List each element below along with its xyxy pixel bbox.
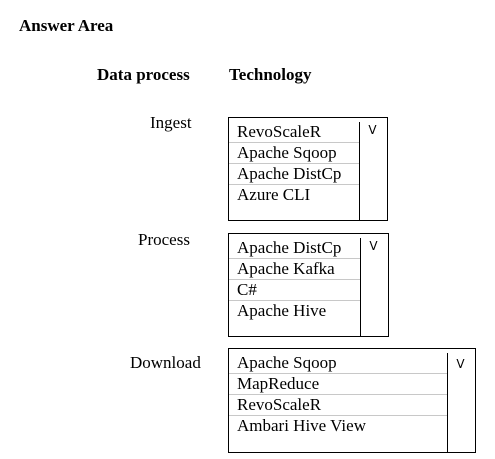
download-option[interactable]: RevoScaleR [229,395,447,416]
row-label-process: Process [138,230,190,249]
chevron-down-icon[interactable]: V [456,357,465,371]
download-option[interactable]: Apache Sqoop [229,353,447,374]
ingest-option[interactable]: Apache Sqoop [229,143,359,164]
answer-area-title: Answer Area [19,16,114,35]
chevron-down-icon[interactable]: V [369,239,378,253]
ingest-dropdown[interactable]: RevoScaleR Apache Sqoop Apache DistCp Az… [228,117,388,221]
chevron-down-icon[interactable]: V [368,123,377,137]
ingest-option[interactable]: Apache DistCp [229,164,359,185]
process-dropdown[interactable]: Apache DistCp Apache Kafka C# Apache Hiv… [228,233,389,337]
download-option[interactable]: Ambari Hive View [237,416,366,435]
download-dropdown[interactable]: Apache Sqoop MapReduce RevoScaleR Ambari… [228,348,476,453]
row-label-ingest: Ingest [150,113,192,132]
ingest-option[interactable]: Azure CLI [237,185,311,204]
technology-header: Technology [229,65,312,84]
ingest-options-list: RevoScaleR Apache Sqoop Apache DistCp Az… [229,122,360,220]
data-process-header: Data process [97,65,190,84]
process-option[interactable]: Apache Hive [237,301,327,320]
download-options-list: Apache Sqoop MapReduce RevoScaleR Ambari… [229,353,448,452]
process-option[interactable]: Apache DistCp [229,238,360,259]
process-option[interactable]: C# [229,280,360,301]
process-options-list: Apache DistCp Apache Kafka C# Apache Hiv… [229,238,361,336]
download-option[interactable]: MapReduce [229,374,447,395]
ingest-option[interactable]: RevoScaleR [229,122,359,143]
row-label-download: Download [130,353,201,372]
process-option[interactable]: Apache Kafka [229,259,360,280]
